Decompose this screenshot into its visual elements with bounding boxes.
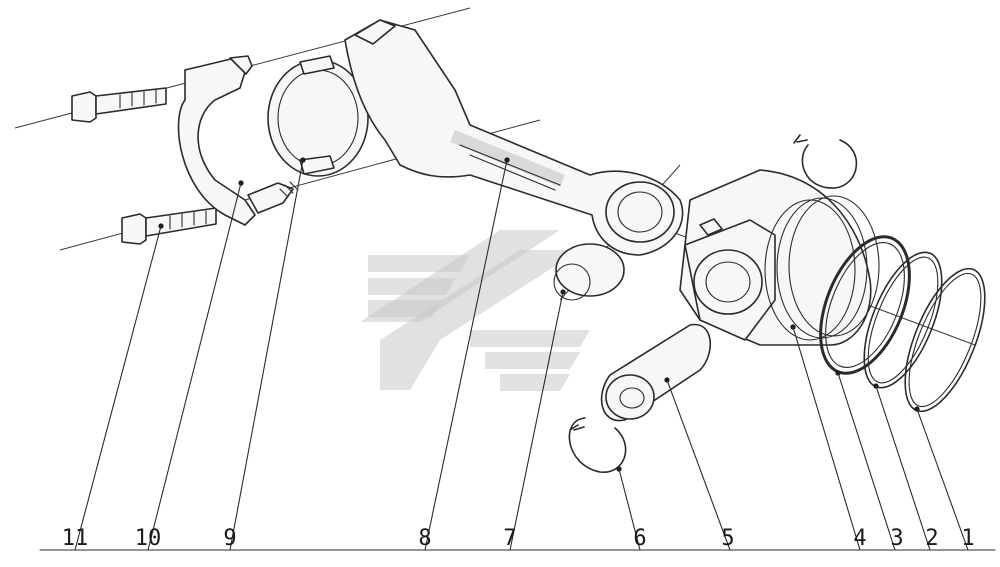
callout-1: 1 (961, 526, 974, 551)
callout-10: 10 (135, 526, 162, 551)
callout-11: 11 (62, 526, 89, 551)
connecting-rod (344, 19, 684, 256)
piston-ring-1 (904, 267, 986, 413)
piston-pin (600, 323, 711, 422)
connecting-rod-bolt (71, 87, 217, 245)
bearing-shell (267, 55, 369, 177)
callout-6: 6 (633, 526, 646, 551)
piston (679, 169, 880, 346)
watermark-logo (360, 230, 590, 391)
callout-3: 3 (890, 526, 903, 551)
callout-labels: 1 2 3 4 5 6 7 8 9 10 11 (62, 526, 975, 551)
callout-5: 5 (721, 526, 734, 551)
callout-8: 8 (418, 526, 431, 551)
callout-4: 4 (853, 526, 866, 551)
small-end-bushing (553, 243, 625, 301)
callout-7: 7 (503, 526, 516, 551)
callout-9: 9 (223, 526, 236, 551)
callout-2: 2 (925, 526, 938, 551)
leader-lines (39, 159, 996, 551)
circlip (568, 134, 858, 473)
